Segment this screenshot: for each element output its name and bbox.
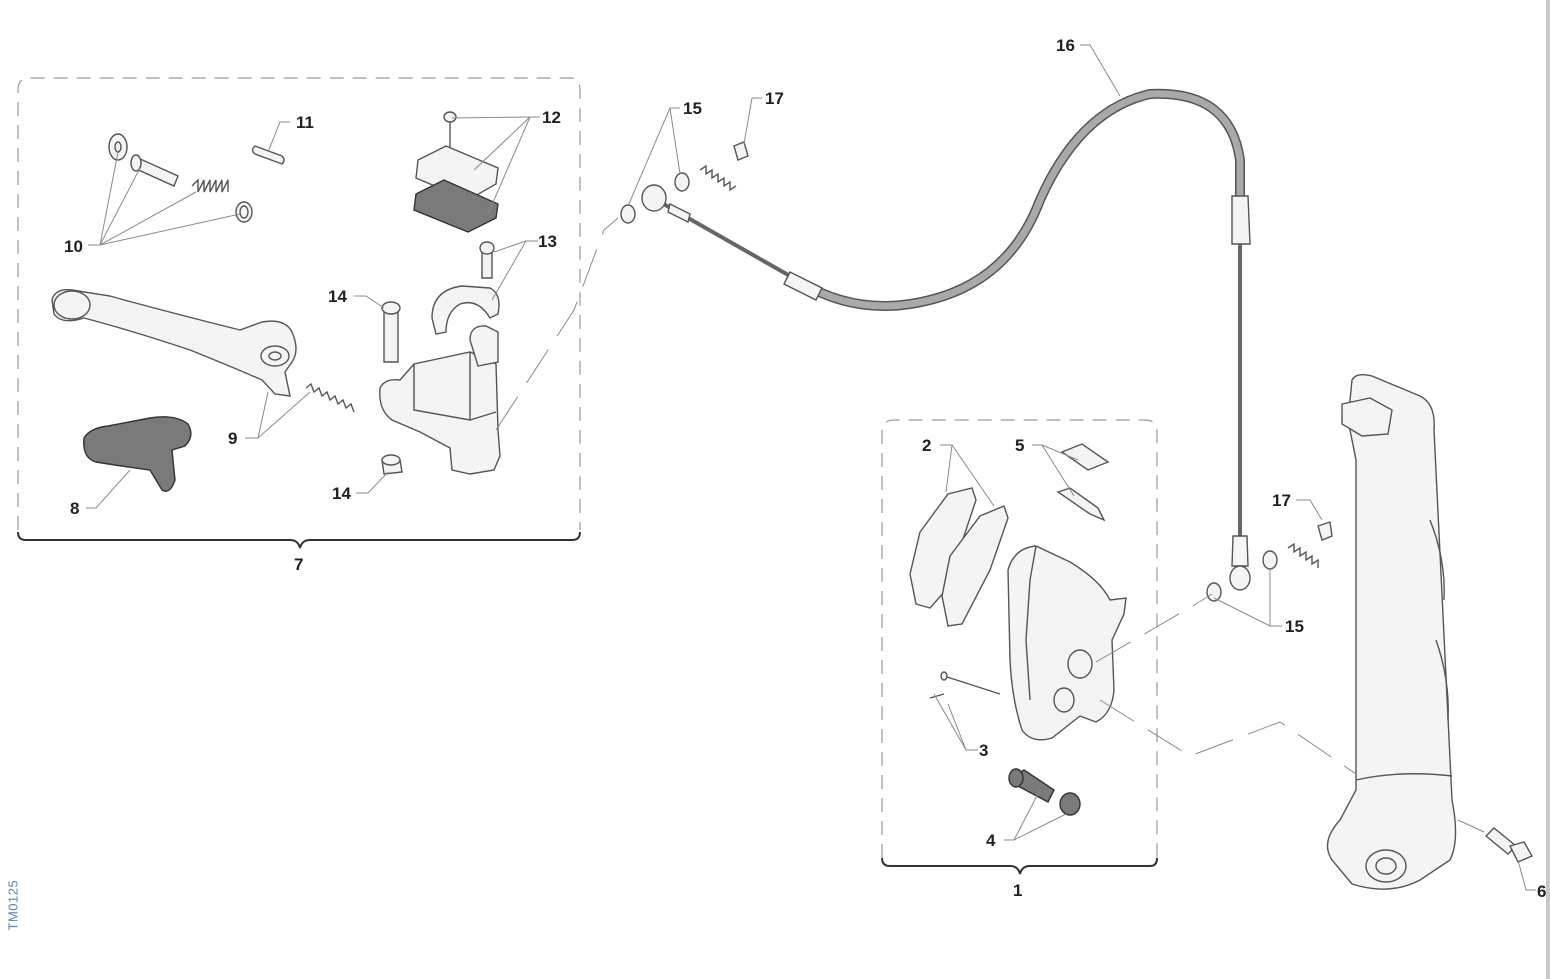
callout-3: 3 xyxy=(979,741,988,760)
callout-11: 11 xyxy=(296,113,314,132)
page-edge xyxy=(1546,0,1550,979)
fork-leg xyxy=(1326,373,1457,890)
reservoir-cap xyxy=(413,111,499,233)
drawing-code: TM0125 xyxy=(5,879,21,931)
caliper-bolt xyxy=(1008,768,1081,816)
callout-15-upper: 15 xyxy=(683,99,702,118)
callout-8: 8 xyxy=(70,499,79,518)
clamp-bolts xyxy=(431,241,500,335)
pin xyxy=(251,145,285,165)
callout-9: 9 xyxy=(228,429,237,448)
leader-lines xyxy=(86,44,1536,891)
banjo-bolt-upper xyxy=(620,141,749,224)
banjo-bolt-lower xyxy=(1206,521,1333,602)
callout-2: 2 xyxy=(922,436,931,455)
master-cylinder-body xyxy=(379,325,501,475)
brake-pads xyxy=(909,487,1009,627)
callout-15-lower: 15 xyxy=(1285,617,1304,636)
callout-6: 6 xyxy=(1537,882,1546,901)
callout-17-lower: 17 xyxy=(1272,491,1291,510)
callout-4: 4 xyxy=(986,831,996,850)
lever-cover xyxy=(83,416,192,492)
axle-bolt xyxy=(1484,827,1533,863)
callout-16: 16 xyxy=(1056,36,1075,55)
pivot-bolt-kit xyxy=(108,133,253,223)
mounting-screws xyxy=(381,301,403,475)
callout-1: 1 xyxy=(1013,881,1022,900)
bracket-group-1 xyxy=(881,857,1158,875)
callout-10: 10 xyxy=(64,237,83,256)
callout-13: 13 xyxy=(538,232,557,251)
brake-caliper xyxy=(1007,545,1127,741)
callout-14-upper: 14 xyxy=(328,287,347,306)
callout-17-upper: 17 xyxy=(765,89,784,108)
callout-labels: 10 11 12 13 14 9 8 14 7 15 17 16 2 5 17 … xyxy=(64,36,1546,901)
bracket-group-7 xyxy=(17,531,581,549)
pad-spring xyxy=(1056,443,1110,522)
callout-7: 7 xyxy=(294,555,303,574)
callout-12: 12 xyxy=(542,108,561,127)
callout-14-lower: 14 xyxy=(332,484,351,503)
callout-5: 5 xyxy=(1015,436,1024,455)
group-box-master-cylinder xyxy=(17,77,581,530)
caliper-pins xyxy=(929,671,1001,699)
brake-hose xyxy=(641,88,1251,591)
brake-lever xyxy=(51,289,355,413)
